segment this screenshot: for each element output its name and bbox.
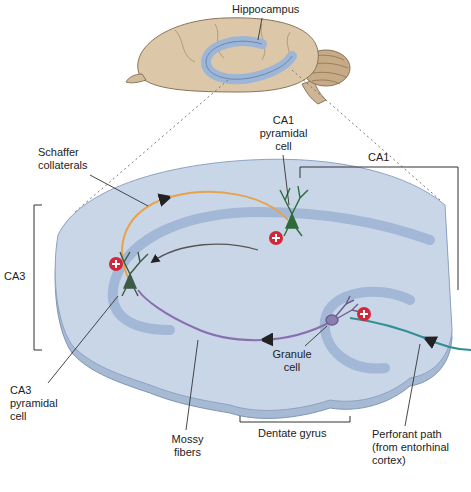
- pathway-label: Perforant path (from entorhinal cortex): [372, 428, 462, 468]
- cell-label: CA3 pyramidal cell: [10, 384, 65, 424]
- granule-cell: [326, 296, 360, 325]
- region-label: CA3: [4, 270, 32, 283]
- ca1-pyramidal-cell: [280, 186, 308, 236]
- excitatory-synapse-symbol: [109, 231, 371, 321]
- hippocampal-slice: [55, 159, 452, 418]
- structure-label: Hippocampus: [232, 3, 322, 16]
- region-bracket: [240, 416, 350, 422]
- region-bracket: [34, 205, 42, 350]
- pathway-label: Schaffer collaterals: [38, 146, 110, 172]
- leader-line: [48, 18, 420, 430]
- region-label: Dentate gyrus: [258, 427, 358, 440]
- cell-label: Granule cell: [268, 348, 316, 374]
- neural-pathways: [122, 192, 471, 350]
- cell-label: CA1 pyramidal cell: [256, 114, 311, 154]
- region-label: CA1: [368, 151, 408, 164]
- brain-drawing: [126, 18, 350, 104]
- region-bracket: [300, 167, 458, 290]
- ca3-pyramidal-cell: [120, 252, 148, 296]
- pathway-label: Mossy fibers: [165, 433, 210, 459]
